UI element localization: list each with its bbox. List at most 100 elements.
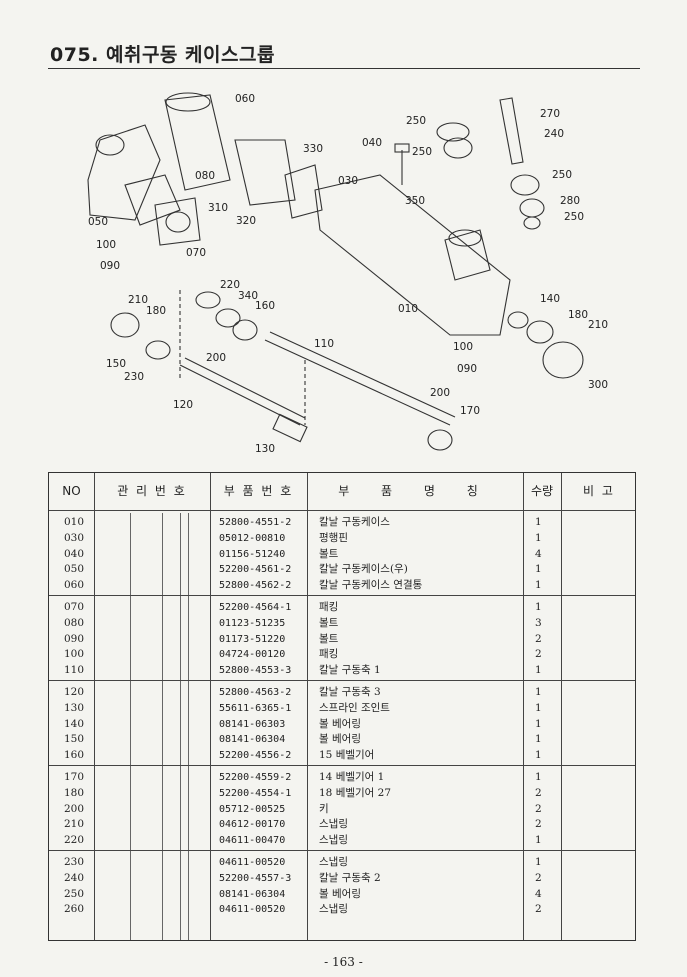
part-070-packing	[154, 197, 201, 246]
part-220-snapring	[195, 291, 221, 309]
callout-110: 110	[314, 338, 334, 350]
callout-050: 050	[88, 216, 108, 228]
callout-210: 210	[588, 319, 608, 331]
part-250-bearing-c	[510, 174, 540, 196]
callout-300: 300	[588, 379, 608, 391]
callout-170: 170	[460, 405, 480, 417]
part-060-tube	[164, 94, 231, 191]
callout-310: 310	[208, 202, 228, 214]
callout-230: 230	[124, 371, 144, 383]
part-280-gear	[519, 198, 545, 218]
part-330-connector	[234, 139, 296, 206]
callout-250: 250	[552, 169, 572, 181]
part-170-gear	[427, 429, 453, 451]
callout-330: 330	[303, 143, 323, 155]
exploded-parts-diagram: 060 330 040 250 270 240 250 030 350 250 …	[60, 80, 640, 465]
part-050-flange	[124, 174, 181, 226]
part-160-gear	[232, 319, 258, 341]
callout-010: 010	[398, 303, 418, 315]
header-part-name: 부 품 명 칭	[338, 484, 492, 498]
callout-120: 120	[173, 399, 193, 411]
callout-340: 340	[238, 290, 258, 302]
part-250-bearing-a	[436, 122, 470, 142]
part-130-joint	[272, 413, 308, 443]
part-010-port	[448, 229, 482, 247]
callout-090: 090	[100, 260, 120, 272]
callout-200: 200	[430, 387, 450, 399]
callout-250: 250	[412, 146, 432, 158]
callout-250: 250	[564, 211, 584, 223]
callout-320: 320	[236, 215, 256, 227]
part-070-hole	[165, 211, 191, 233]
callout-250: 250	[406, 115, 426, 127]
part-180-gear-right	[526, 320, 554, 344]
callout-090: 090	[457, 363, 477, 375]
callout-220: 220	[220, 279, 240, 291]
header-quantity: 수량	[530, 484, 554, 498]
part-250-bearing-b	[443, 137, 473, 159]
part-060-end	[165, 92, 211, 112]
callout-100: 100	[96, 239, 116, 251]
part-140-bearing	[507, 311, 529, 329]
part-250-bearing-d	[523, 216, 541, 230]
part-050-port	[95, 134, 125, 156]
header-remarks: 비 고	[583, 484, 615, 498]
part-340-bearing	[215, 308, 241, 328]
callout-060: 060	[235, 93, 255, 105]
callout-180: 180	[568, 309, 588, 321]
callout-280: 280	[560, 195, 580, 207]
callout-180: 180	[146, 305, 166, 317]
part-040-head	[394, 143, 410, 153]
part-050-housing	[87, 124, 161, 221]
part-240-shaft	[499, 97, 524, 165]
header-part-number: 부 품 번 호	[223, 484, 294, 498]
callout-080: 080	[195, 170, 215, 182]
callout-210: 210	[128, 294, 148, 306]
page-number: - 163 -	[324, 955, 363, 969]
callout-270: 270	[540, 108, 560, 120]
part-010-case	[314, 174, 511, 336]
part-010-top	[444, 229, 491, 281]
callout-130: 130	[255, 443, 275, 455]
part-150-bearing	[145, 340, 171, 360]
callout-160: 160	[255, 300, 275, 312]
callout-200: 200	[206, 352, 226, 364]
part-110-shaft	[264, 339, 451, 426]
page-title: 075. 예취구동 케이스그룹	[50, 44, 275, 66]
callout-030: 030	[338, 175, 358, 187]
part-180-gear-left	[110, 312, 140, 338]
title-rule	[48, 68, 640, 69]
callout-070: 070	[186, 247, 206, 259]
header-no: NO	[62, 484, 81, 498]
callout-240: 240	[544, 128, 564, 140]
